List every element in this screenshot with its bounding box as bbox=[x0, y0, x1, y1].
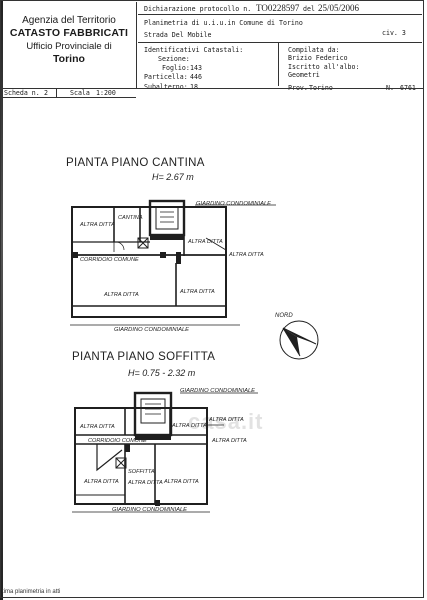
protocol-label: Dichiarazione protocollo n. bbox=[144, 5, 252, 13]
soffitta-giardino-bottom: GIARDINO CONDOMINIALE bbox=[112, 507, 187, 513]
scan-edge bbox=[0, 0, 3, 600]
north-label: NORD bbox=[275, 313, 293, 319]
soffitta-altra-1: ALTRA DITTA bbox=[79, 424, 115, 430]
ident-title: Identificativi Catastali: bbox=[144, 46, 244, 54]
subalterno-label: Subalterno: bbox=[144, 83, 188, 91]
compiled-name: Brizio Federico bbox=[288, 54, 348, 62]
scheda-top-line bbox=[2, 88, 424, 89]
soffitta-altra-4: ALTRA DITTA bbox=[211, 438, 247, 444]
protocol-date-label: del bbox=[303, 5, 315, 13]
soffitta-soffitta: SOFFITTA bbox=[128, 469, 155, 475]
sezione-label: Sezione: bbox=[158, 55, 190, 63]
particella-value: 446 bbox=[190, 73, 202, 81]
cantina-altra-5: ALTRA DITTA bbox=[179, 289, 215, 295]
cantina-altra-2: ALTRA DITTA bbox=[187, 239, 223, 245]
header-divider bbox=[136, 2, 137, 88]
scale-value: 1:200 bbox=[96, 89, 116, 97]
scheda-bottom-line bbox=[2, 97, 136, 98]
cantina-altra-1: ALTRA DITTA bbox=[79, 222, 115, 228]
protocol-number: TO0228597 bbox=[256, 3, 300, 13]
scheda-divider bbox=[56, 88, 57, 98]
soffitta-altra-3: ALTRA DITTA bbox=[208, 417, 244, 423]
cantina-giardino-top: GIARDINO CONDOMINIALE bbox=[196, 201, 271, 207]
foglio-label: Foglio: bbox=[162, 64, 190, 72]
compiled-title: Compilata da: bbox=[288, 46, 340, 54]
office-name: Ufficio Provinciale di bbox=[26, 41, 112, 52]
planimetria-text: Planimetria di u.i.u.in Comune di Torino bbox=[144, 19, 303, 27]
soffitta-altra-2: ALTRA DITTA bbox=[171, 423, 207, 429]
foglio-value: 143 bbox=[190, 64, 202, 72]
civic-number: civ. 3 bbox=[382, 29, 406, 37]
agency-block: Agenzia del Territorio CATASTO FABBRICAT… bbox=[2, 4, 136, 88]
albo-value: Geometri bbox=[288, 71, 320, 79]
subalterno-value: 18 bbox=[190, 83, 198, 91]
cantina-altra-3: ALTRA DITTA bbox=[228, 252, 264, 258]
soffitta-altra-7: ALTRA DITTA bbox=[163, 479, 199, 485]
cantina-giardino-bottom: GIARDINO CONDOMINIALE bbox=[114, 327, 189, 333]
scheda-value: 2 bbox=[44, 89, 48, 97]
soffitta-height: H= 0.75 - 2.32 m bbox=[128, 368, 196, 378]
cantina-title: PIANTA PIANO CANTINA bbox=[66, 157, 205, 169]
soffitta-altra-6: ALTRA DITTA bbox=[127, 480, 163, 486]
address: Strada Del Mobile bbox=[144, 31, 212, 39]
cantina-altra-4: ALTRA DITTA bbox=[103, 292, 139, 298]
soffitta-giardino-top: GIARDINO CONDOMINIALE bbox=[180, 388, 255, 394]
scale-label: Scala bbox=[70, 89, 90, 97]
soffitta-altra-5: ALTRA DITTA bbox=[83, 479, 119, 485]
catasto-name: CATASTO FABBRICATI bbox=[9, 27, 129, 39]
agency-name: Agenzia del Territorio bbox=[22, 15, 116, 26]
cantina-corridoio: CORRIDOIO COMUNE bbox=[80, 257, 139, 263]
scheda-label: Scheda n. bbox=[4, 89, 40, 97]
soffitta-corridoio: CORRIDOIO COMUNE bbox=[88, 438, 147, 444]
cantina-cantina: CANTINA bbox=[118, 215, 143, 221]
footnote: tima planimetria in atti bbox=[2, 589, 61, 595]
protocol-date: 25/05/2006 bbox=[318, 3, 360, 13]
cantina-height: H= 2.67 m bbox=[152, 172, 194, 182]
soffitta-title: PIANTA PIANO SOFFITTA bbox=[72, 351, 216, 363]
office-city: Torino bbox=[53, 53, 85, 65]
watermark: casa.it bbox=[188, 409, 264, 434]
particella-label: Particella: bbox=[144, 73, 188, 81]
albo-label: Iscritto all'albo: bbox=[288, 63, 360, 71]
